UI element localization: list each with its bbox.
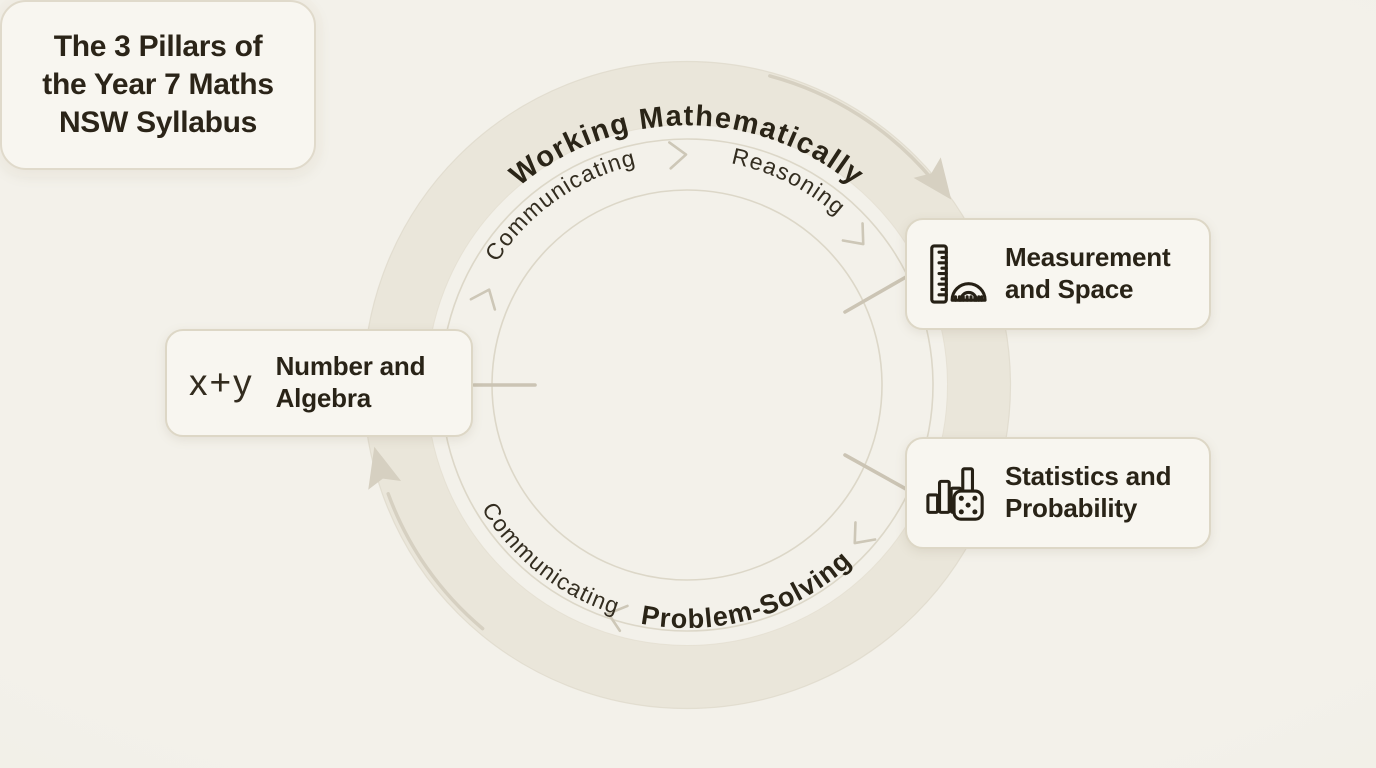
clockwise-arrowhead-left: [368, 446, 402, 490]
flow-chevron-bottom-icon: [607, 604, 629, 633]
flow-chevron-left-icon: [469, 288, 497, 311]
pillar-label-number-algebra: Number and Algebra: [275, 351, 426, 413]
clockwise-arrowhead-top-right: [913, 157, 952, 200]
x-plus-y-icon: x+y: [189, 362, 254, 403]
flow-chevron-bottom-right-icon: [853, 521, 877, 545]
arrow-tail-arc-top-right: [768, 74, 934, 182]
clockwise-flow-arrows: [368, 74, 952, 631]
pillar-card-statistics-probability: Statistics and Probability: [905, 437, 1211, 549]
flow-chevron-right-icon: [841, 222, 865, 246]
bar-chart-dice-icon: [926, 467, 984, 521]
pillar-card-number-algebra: x+y Number and Algebra: [165, 329, 473, 437]
connector-lines: [472, 275, 908, 491]
connector-measurement-space: [843, 275, 908, 314]
pillar-label-statistics-probability: Statistics and Probability: [1005, 461, 1172, 523]
center-title-card: The 3 Pillars of the Year 7 Maths NSW Sy…: [0, 0, 316, 170]
pillar-card-measurement-space: Measurement and Space: [905, 218, 1211, 330]
pillar-label-measurement-space: Measurement and Space: [1005, 242, 1171, 304]
center-title-line-2: the Year 7 Maths: [42, 68, 274, 102]
inner-ring-inner-circle: [491, 189, 883, 581]
arrow-tail-arc-left: [386, 492, 485, 631]
connector-statistics-probability: [843, 453, 908, 491]
center-title-line-1: The 3 Pillars of: [53, 30, 263, 64]
ruler-protractor-icon: [930, 244, 987, 304]
flow-chevrons: [469, 141, 877, 633]
flow-chevron-top-icon: [668, 141, 688, 170]
center-title-line-3: NSW Syllabus: [58, 105, 258, 139]
